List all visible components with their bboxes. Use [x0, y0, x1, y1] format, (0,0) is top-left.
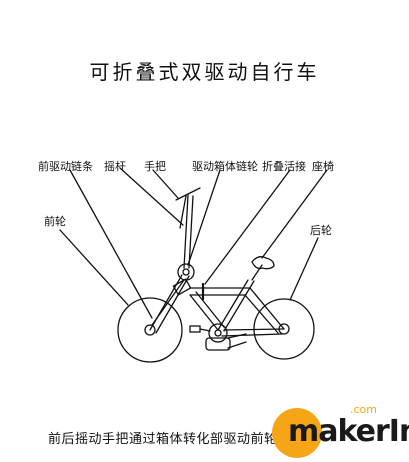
- seat: [251, 256, 275, 270]
- pedal-left: [189, 325, 201, 333]
- seat-stay: [249, 287, 285, 330]
- front-wheel: [117, 297, 183, 363]
- front-hub: [144, 324, 156, 336]
- label-front-wheel: 前轮: [44, 215, 66, 228]
- diagram-title: 可折叠式双驱动自行车: [89, 60, 320, 84]
- handlebar-stem: [183, 194, 189, 269]
- seat-post: [251, 264, 263, 281]
- crank-sprocket: [208, 323, 228, 343]
- leader-rear-wheel: [289, 237, 319, 301]
- leader-front-wheel: [59, 229, 129, 306]
- rear-drive-box: [205, 337, 231, 351]
- label-front-chain: 前驱动链条: [38, 160, 93, 173]
- watermark-logo: .com makerIm: [272, 400, 409, 462]
- label-handlebar: 手把: [144, 160, 166, 173]
- front-chain: [151, 279, 185, 326]
- leader-swing-rod: [119, 167, 184, 226]
- label-seat: 座椅: [312, 160, 334, 173]
- leader-seat: [261, 169, 328, 259]
- down-tube: [189, 294, 219, 331]
- leader-handlebar: [152, 169, 179, 199]
- label-folding-hinge: 折叠活接: [262, 160, 306, 173]
- seat-tube: [217, 279, 249, 331]
- logo-circle-icon: [272, 408, 322, 458]
- leader-folding-hinge: [204, 169, 291, 285]
- handlebar-bar: [175, 187, 201, 201]
- label-rear-wheel: 后轮: [310, 224, 332, 237]
- label-gearbox-sprocket: 驱动箱体链轮: [192, 160, 258, 173]
- label-swing-rod: 摇杆: [104, 160, 126, 173]
- logo-domain: .com: [350, 403, 377, 416]
- logo-brand: makerIm: [288, 414, 409, 449]
- leader-gearbox: [187, 169, 221, 266]
- gearbox-sprocket: [177, 263, 195, 281]
- diagram-caption: 前后摇动手把通过箱体转化部驱动前轮向: [48, 432, 292, 447]
- leader-front-chain: [69, 169, 153, 319]
